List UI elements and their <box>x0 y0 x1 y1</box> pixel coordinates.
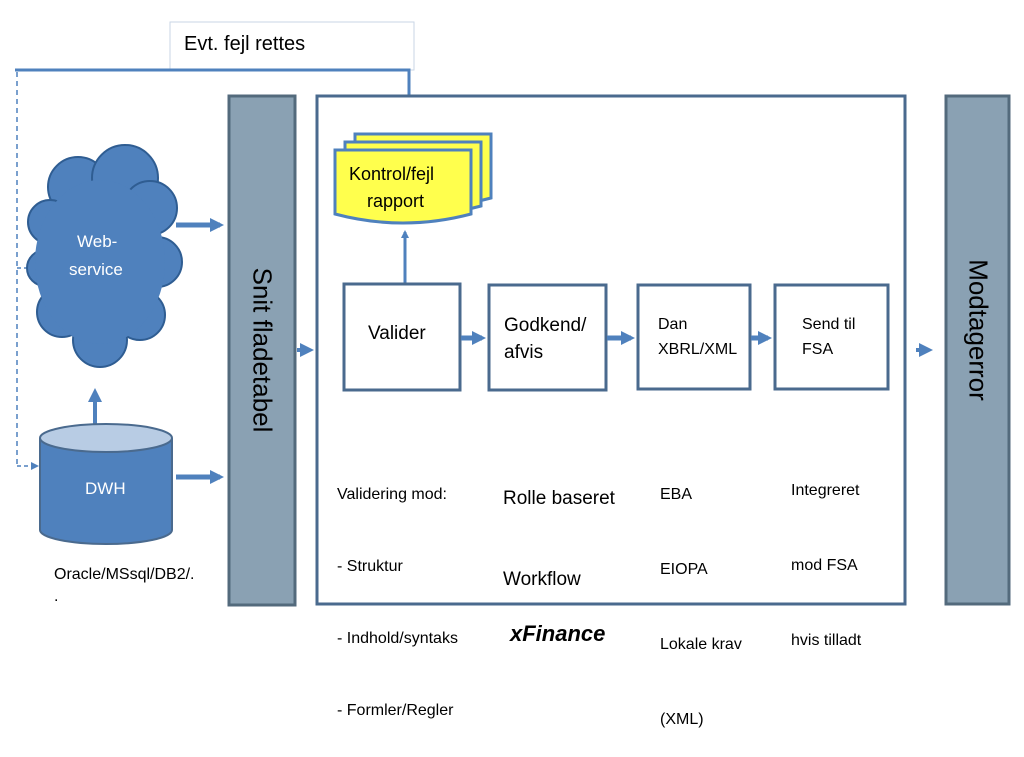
snit-label: Snit fladetabel <box>247 267 278 433</box>
webservice-cloud <box>26 144 183 368</box>
dan-description-line: EIOPA <box>660 561 708 578</box>
step-valider-label: Valider <box>368 323 426 344</box>
step-box-godkend <box>487 283 608 392</box>
godkend-description-line: Rolle baseret <box>503 488 615 509</box>
step-godkend-label-line2: afvis <box>504 342 544 363</box>
webservice-label-line1: Web- <box>77 232 118 251</box>
send-description-line: Integreret <box>791 482 860 499</box>
dan-description: EBA EIOPA Lokale krav (XML) <box>660 432 742 757</box>
xfinance-caption: xFinance <box>510 621 606 646</box>
step-send-label-line2: FSA <box>802 341 834 358</box>
send-description-line: hvis tilladt <box>791 632 862 649</box>
webservice-label-line2: service <box>69 260 123 279</box>
valider-description-line: - Formler/Regler <box>337 702 454 719</box>
dan-description-line: Lokale krav <box>660 636 742 653</box>
valider-description-line: Validering mod: <box>337 486 447 503</box>
step-dan-label-line1: Dan <box>658 316 688 333</box>
godkend-description: Rolle baseret Workflow <box>503 431 615 620</box>
flow-diagram <box>15 21 1011 607</box>
feedback-label: Evt. fejl rettes <box>184 33 306 55</box>
step-send-label-line1: Send til <box>802 316 856 333</box>
dwh-caption-line2: . <box>54 588 59 605</box>
godkend-description-line: Workflow <box>503 569 581 590</box>
send-description: Integreret mod FSA hvis tilladt <box>791 428 861 678</box>
step-box-send <box>773 283 890 391</box>
report-label-line2: rapport <box>367 191 425 211</box>
send-description-line: mod FSA <box>791 557 858 574</box>
valider-description: Validering mod: - Struktur - Indhold/syn… <box>337 435 458 747</box>
dwh-caption-line1: Oracle/MSsql/DB2/. <box>54 566 195 583</box>
dwh-cylinder <box>39 423 173 545</box>
snit-bar <box>227 94 297 607</box>
dan-description-line: EBA <box>660 486 693 503</box>
step-box-dan <box>636 283 752 391</box>
step-godkend-label-line1: Godkend/ <box>504 315 587 336</box>
valider-description-line: - Struktur <box>337 558 403 575</box>
dan-description-line: (XML) <box>660 711 704 728</box>
step-box-valider <box>342 282 462 392</box>
dwh-label: DWH <box>85 479 126 498</box>
report-stack <box>333 132 493 225</box>
step-dan-label-line2: XBRL/XML <box>658 341 738 358</box>
modtager-bar <box>944 94 1011 606</box>
valider-description-line: - Indhold/syntaks <box>337 630 458 647</box>
modtager-label: Modtagerror <box>963 259 994 401</box>
report-label-line1: Kontrol/fejl <box>349 164 435 184</box>
feedback-label-box <box>169 21 415 71</box>
